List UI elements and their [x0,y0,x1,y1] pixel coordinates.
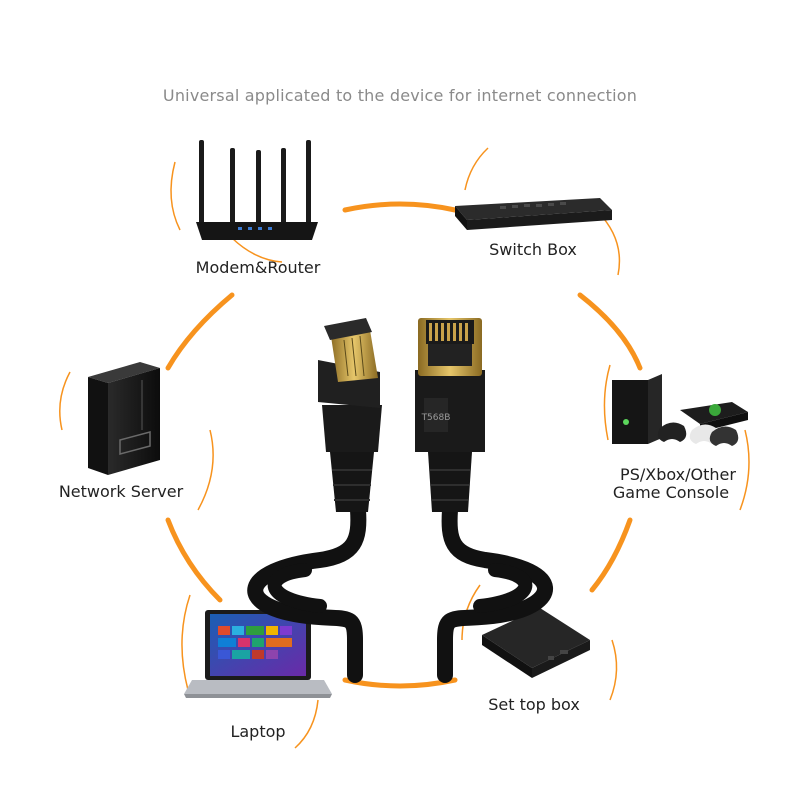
ring-arc-lower-right [589,517,633,593]
label-laptop: Laptop [230,722,285,741]
network-server-icon [88,362,160,475]
label-set-top-box: Set top box [488,695,580,714]
laptop-icon [184,610,332,698]
ring-arc-lower-left [165,517,223,603]
label-console-line-2: Game Console [613,483,729,502]
ring-arc-top [342,201,458,213]
set-top-box-icon [482,608,590,678]
connection-ring [165,201,643,689]
ring-arc-upper-left [165,292,235,371]
label-router: Modem&Router [196,258,321,277]
label-network-server: Network Server [59,482,184,501]
game-console-icon [612,374,748,446]
connector-print: T568B [421,413,451,423]
router-icon [196,140,318,240]
label-switch-box: Switch Box [489,240,577,259]
ring-arc-upper-right [577,292,643,371]
headline: Universal applicated to the device for i… [162,86,638,105]
ring-arc-bottom [342,677,458,689]
switch-box-icon [455,198,612,230]
right-rj45-connector: T568B [415,318,485,512]
device-accent-arcs [59,147,750,749]
label-console-line-1: PS/Xbox/Other [620,465,736,484]
left-rj45-connector [318,318,382,512]
ethernet-cable [247,502,553,683]
